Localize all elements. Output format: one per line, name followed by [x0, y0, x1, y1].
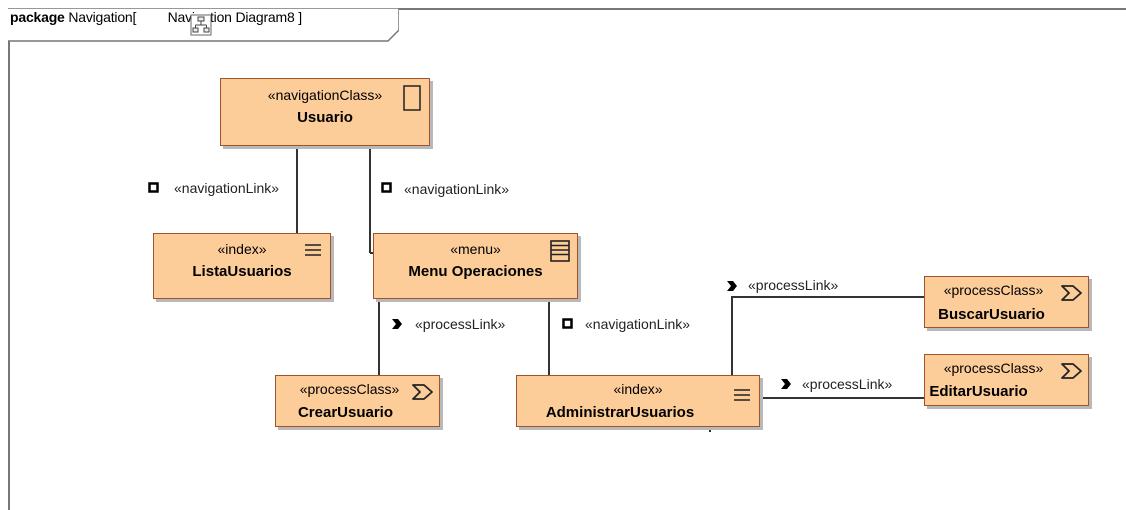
- node-name: BuscarUsuario: [938, 306, 1045, 323]
- node-name: AdministrarUsuarios: [545, 404, 695, 421]
- navigation-link-icon: [562, 318, 573, 329]
- menu-icon: [550, 240, 570, 262]
- link-label-menu-crear: «processLink»: [415, 316, 506, 332]
- index-icon: [734, 389, 750, 401]
- process-link-icon: [781, 379, 791, 389]
- node-stereotype: «menu»: [450, 241, 501, 257]
- connector-admin-buscar: [731, 296, 924, 376]
- link-label-admin-editar: «processLink»: [802, 376, 893, 392]
- node-stereotype: «processClass»: [943, 282, 1044, 298]
- node-editar-usuario[interactable]: «processClass» EditarUsuario: [924, 354, 1089, 406]
- navigation-link-icon: [148, 182, 159, 193]
- node-name: CrearUsuario: [297, 404, 394, 421]
- node-name: EditarUsuario: [929, 383, 1028, 400]
- node-stereotype: «index»: [613, 381, 663, 397]
- index-icon: [305, 244, 321, 256]
- process-class-icon: [1061, 285, 1082, 301]
- process-class-icon: [1061, 363, 1082, 379]
- open-bracket: [: [132, 9, 137, 25]
- node-stereotype: «index»: [217, 241, 267, 257]
- process-link-icon: [727, 281, 737, 291]
- node-menu-operaciones[interactable]: «menu» Menu Operaciones: [373, 233, 578, 299]
- frame-title: package Navigation[ Navigation Diagram8 …: [10, 9, 302, 25]
- node-administrar-usuarios[interactable]: «index» AdministrarUsuarios: [516, 375, 760, 427]
- node-lista-usuarios[interactable]: «index» ListaUsuarios: [153, 233, 331, 299]
- link-label-usuario-menu: «navigationLink»: [404, 181, 510, 197]
- link-label-menu-admin: «navigationLink»: [585, 316, 691, 332]
- node-name: Menu Operaciones: [408, 263, 543, 280]
- diagram-icon: [190, 14, 212, 36]
- navigation-class-icon: [403, 85, 421, 111]
- node-stereotype: «processClass»: [299, 381, 400, 397]
- node-crear-usuario[interactable]: «processClass» CrearUsuario: [275, 375, 440, 427]
- node-stereotype: «processClass»: [943, 360, 1044, 376]
- link-label-admin-buscar: «processLink»: [748, 277, 839, 293]
- process-class-icon: [412, 384, 433, 400]
- link-label-usuario-lista: «navigationLink»: [174, 180, 280, 196]
- package-name: Navigation: [68, 9, 133, 25]
- node-buscar-usuario[interactable]: «processClass» BuscarUsuario: [924, 276, 1089, 328]
- diagram-frame: [8, 8, 1126, 510]
- node-stereotype: «navigationClass»: [267, 87, 383, 103]
- frame-keyword: package: [10, 9, 65, 25]
- node-name: Usuario: [297, 109, 353, 126]
- close-bracket: ]: [298, 9, 302, 25]
- node-name: ListaUsuarios: [192, 263, 292, 280]
- process-link-icon: [392, 319, 402, 329]
- node-usuario[interactable]: «navigationClass» Usuario: [220, 78, 430, 146]
- navigation-link-icon: [381, 182, 392, 193]
